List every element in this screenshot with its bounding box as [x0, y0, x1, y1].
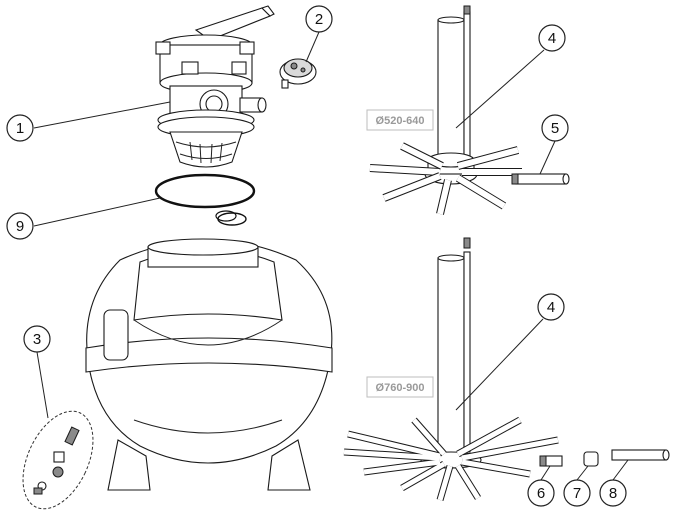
- lateral-collector-large: [343, 237, 559, 501]
- callout-4-bottom-text: 4: [547, 299, 555, 316]
- leader-8: [612, 459, 629, 481]
- callout-9: 9: [6, 212, 34, 240]
- callout-4-top-text: 4: [548, 30, 556, 47]
- lateral-tube: [511, 173, 570, 185]
- drain-fittings: [22, 410, 94, 510]
- leader-5: [539, 140, 556, 175]
- multiport-valve: [155, 5, 275, 168]
- dimension-text-small: Ø520-640: [376, 115, 425, 127]
- leader-4-top: [455, 49, 545, 129]
- leader-3: [36, 351, 49, 419]
- callout-7-text: 7: [573, 485, 581, 502]
- lateral-collector-small: [369, 5, 522, 215]
- filter-tank: [85, 238, 333, 491]
- leader-4-bottom: [455, 318, 544, 411]
- lateral-extension: [611, 449, 670, 461]
- callout-6-text: 6: [537, 485, 545, 502]
- dimension-label-small: Ø520-640: [366, 109, 434, 131]
- callout-4-bottom: 4: [537, 293, 565, 321]
- callout-3-text: 3: [33, 331, 41, 348]
- callout-8: 8: [599, 479, 627, 507]
- callout-5-text: 5: [551, 120, 559, 137]
- dimension-label-large: Ø760-900: [366, 376, 434, 398]
- callout-1-text: 1: [16, 120, 24, 137]
- leader-7: [576, 465, 589, 481]
- leader-1: [33, 101, 171, 129]
- callout-1: 1: [6, 114, 34, 142]
- callout-7: 7: [563, 479, 591, 507]
- lateral-cap: [583, 451, 599, 467]
- leader-9: [33, 197, 161, 227]
- callout-2: 2: [305, 5, 333, 33]
- dimension-text-large: Ø760-900: [376, 382, 425, 394]
- o-ring-set: [154, 173, 256, 226]
- callout-3: 3: [23, 325, 51, 353]
- callout-8-text: 8: [609, 485, 617, 502]
- callout-6: 6: [527, 479, 555, 507]
- callout-4-top: 4: [538, 24, 566, 52]
- pressure-gauge: [279, 58, 317, 89]
- callout-2-text: 2: [315, 11, 323, 28]
- lateral-connector: [539, 455, 563, 467]
- leader-2: [305, 31, 320, 63]
- leader-6: [540, 465, 551, 481]
- callout-9-text: 9: [16, 218, 24, 235]
- callout-5: 5: [541, 114, 569, 142]
